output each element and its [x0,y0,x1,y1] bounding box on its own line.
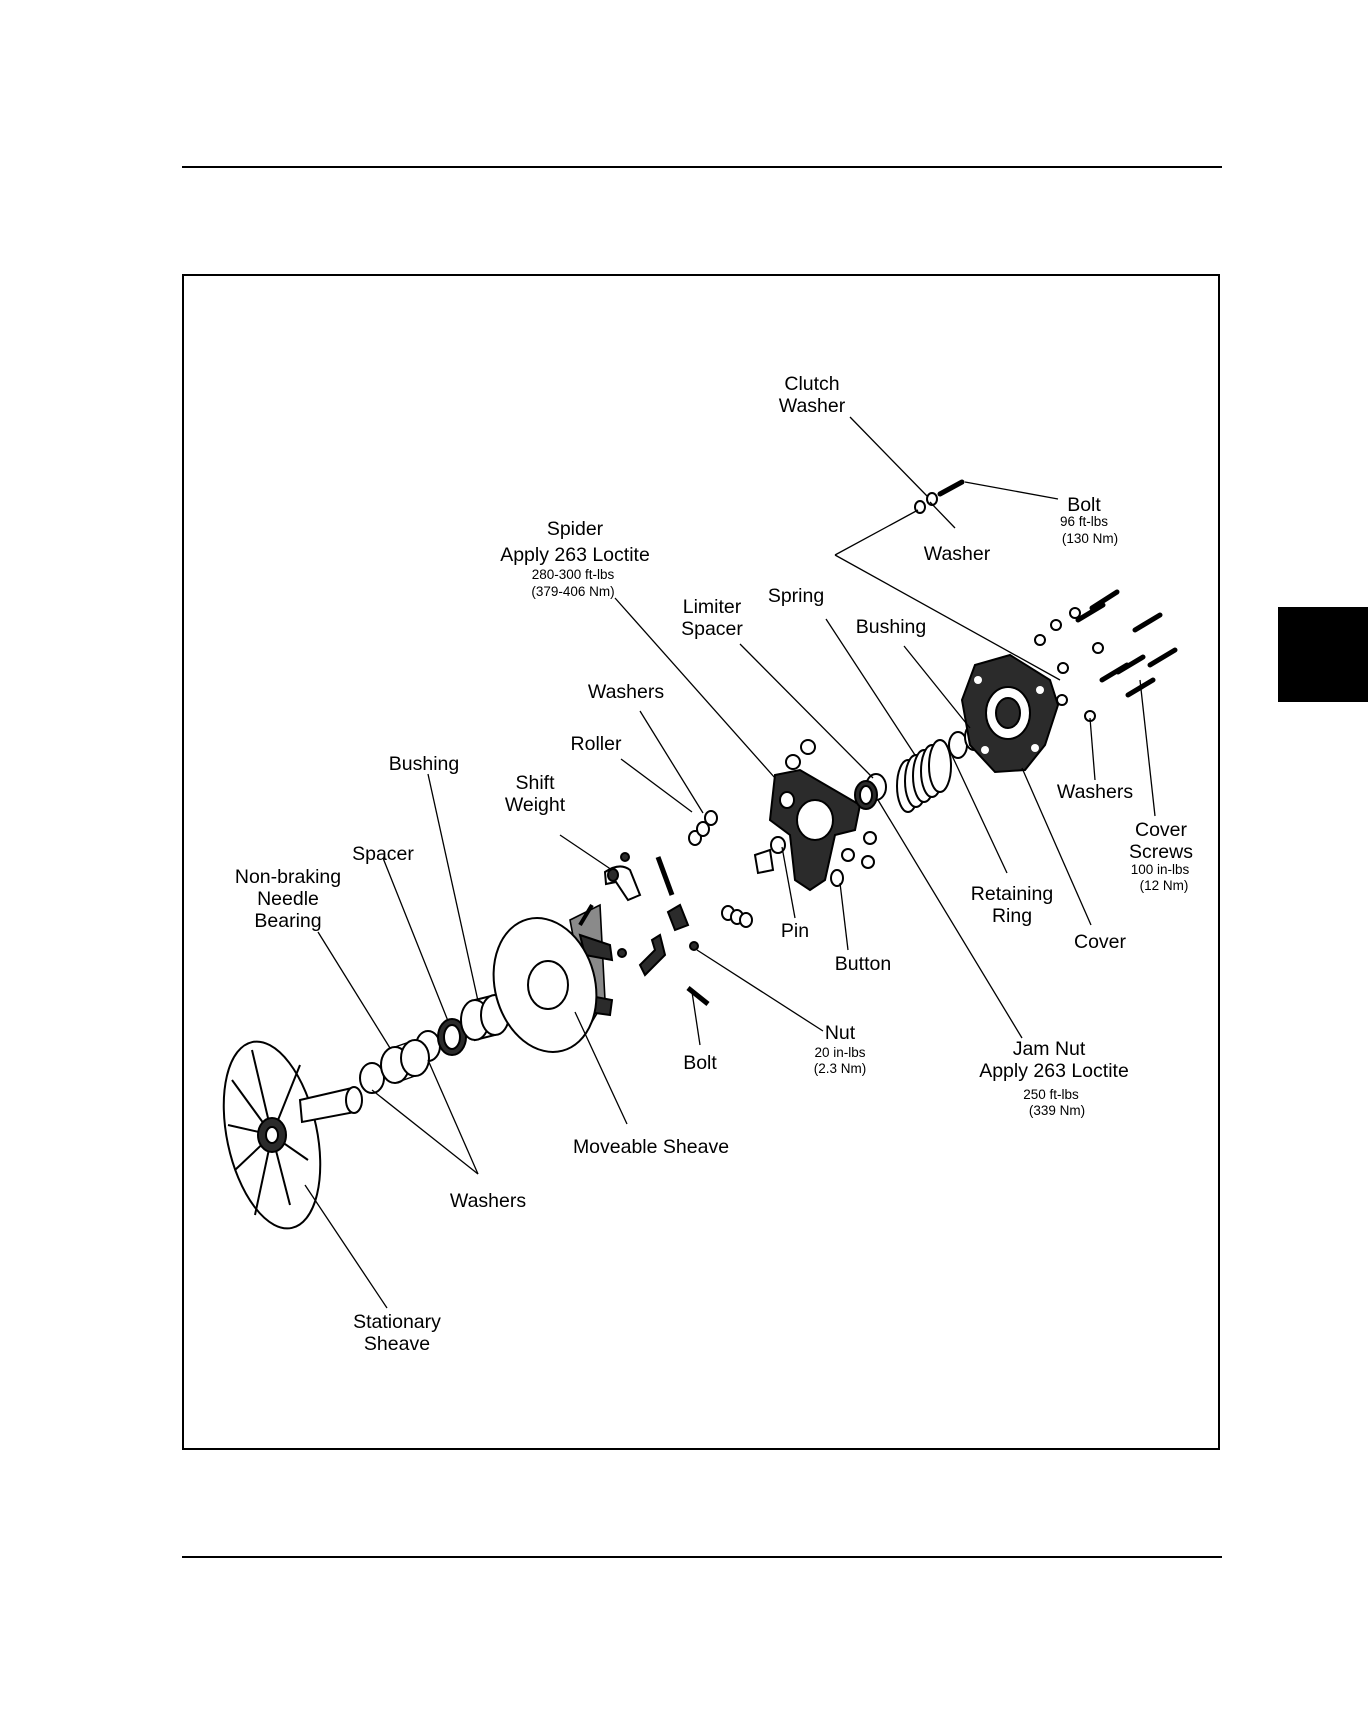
label-cover: Cover [1074,931,1127,953]
stationary-sheave [222,1040,363,1230]
label-pin: Pin [781,920,809,942]
spacer-part [437,1018,467,1056]
label-bolt-top-torque-1: 96 ft-lbs [1060,514,1108,529]
label-spider-1: Spider [547,518,604,540]
header-rule [182,166,1222,168]
label-jam-nut-2: Apply 263 Loctite [979,1060,1129,1082]
label-shift-weight-1: Shift [515,772,555,794]
label-spider-torque-2: (379-406 Nm) [531,584,614,599]
label-button: Button [835,953,891,975]
label-shift-weight-2: Weight [505,794,566,816]
footer-rule [182,1556,1222,1558]
label-cover-screws-torque-1: 100 in-lbs [1131,862,1190,877]
label-stationary-sheave-1: Stationary [353,1311,441,1333]
label-nut-torque-1: 20 in-lbs [814,1045,865,1060]
label-bolt-top: Bolt [1067,494,1101,516]
moveable-sheave [492,903,614,1053]
label-needle-bearing-1: Non-braking [235,866,341,888]
label-retaining-ring-1: Retaining [971,883,1053,905]
label-washers-lower: Washers [450,1190,526,1212]
clutch-washer-and-bolt [914,479,965,514]
label-bolt-top-torque-2: (130 Nm) [1062,531,1118,546]
spring [896,739,952,813]
diagram-frame [182,274,1220,1450]
label-nut: Nut [825,1022,856,1044]
label-washers-upper: Washers [588,681,664,703]
label-clutch-washer-1: Clutch [784,373,839,395]
label-stationary-sheave-2: Sheave [364,1333,430,1355]
label-nut-torque-2: (2.3 Nm) [814,1061,867,1076]
label-bolt-lower: Bolt [683,1052,717,1074]
shift-weights [603,865,690,977]
label-bushing-left: Bushing [389,753,459,775]
label-roller: Roller [571,733,622,755]
label-needle-bearing-3: Bearing [254,910,321,932]
label-spider-torque-1: 280-300 ft-lbs [532,567,615,582]
label-jam-nut-torque-1: 250 ft-lbs [1023,1087,1079,1102]
label-limiter-spacer-2: Spacer [681,618,743,640]
label-spacer: Spacer [352,843,414,865]
label-spring: Spring [768,585,824,607]
spider [768,739,877,892]
label-cover-screws-1: Cover [1135,819,1188,841]
limiter-spacer-and-jam-nut [854,773,887,810]
label-washer-top: Washer [924,543,991,565]
label-washers-right: Washers [1057,781,1133,803]
label-jam-nut-1: Jam Nut [1013,1038,1086,1060]
label-needle-bearing-2: Needle [257,888,319,910]
cover-washers-and-screws [1034,589,1178,722]
pins-and-bolts-small [578,852,710,1006]
label-cover-screws-torque-2: (12 Nm) [1140,878,1189,893]
leader-lines [304,416,1156,1309]
roller-washers-parts [688,810,718,846]
label-moveable-sheave: Moveable Sheave [573,1136,729,1158]
label-spider-2: Apply 263 Loctite [500,544,650,566]
needle-bearing-part [380,1039,430,1084]
label-clutch-washer-2: Washer [779,395,846,417]
label-jam-nut-torque-2: (339 Nm) [1029,1103,1085,1118]
label-retaining-ring-2: Ring [992,905,1032,927]
button-rollers-parts [721,836,786,928]
chapter-tab [1278,607,1368,702]
callout-labels: Clutch Washer Bolt 96 ft-lbs (130 Nm) Wa… [235,373,1193,1355]
cover [960,653,1060,774]
label-cover-screws-2: Screws [1129,841,1193,863]
label-bushing-right: Bushing [856,616,926,638]
label-limiter-spacer-1: Limiter [683,596,742,618]
